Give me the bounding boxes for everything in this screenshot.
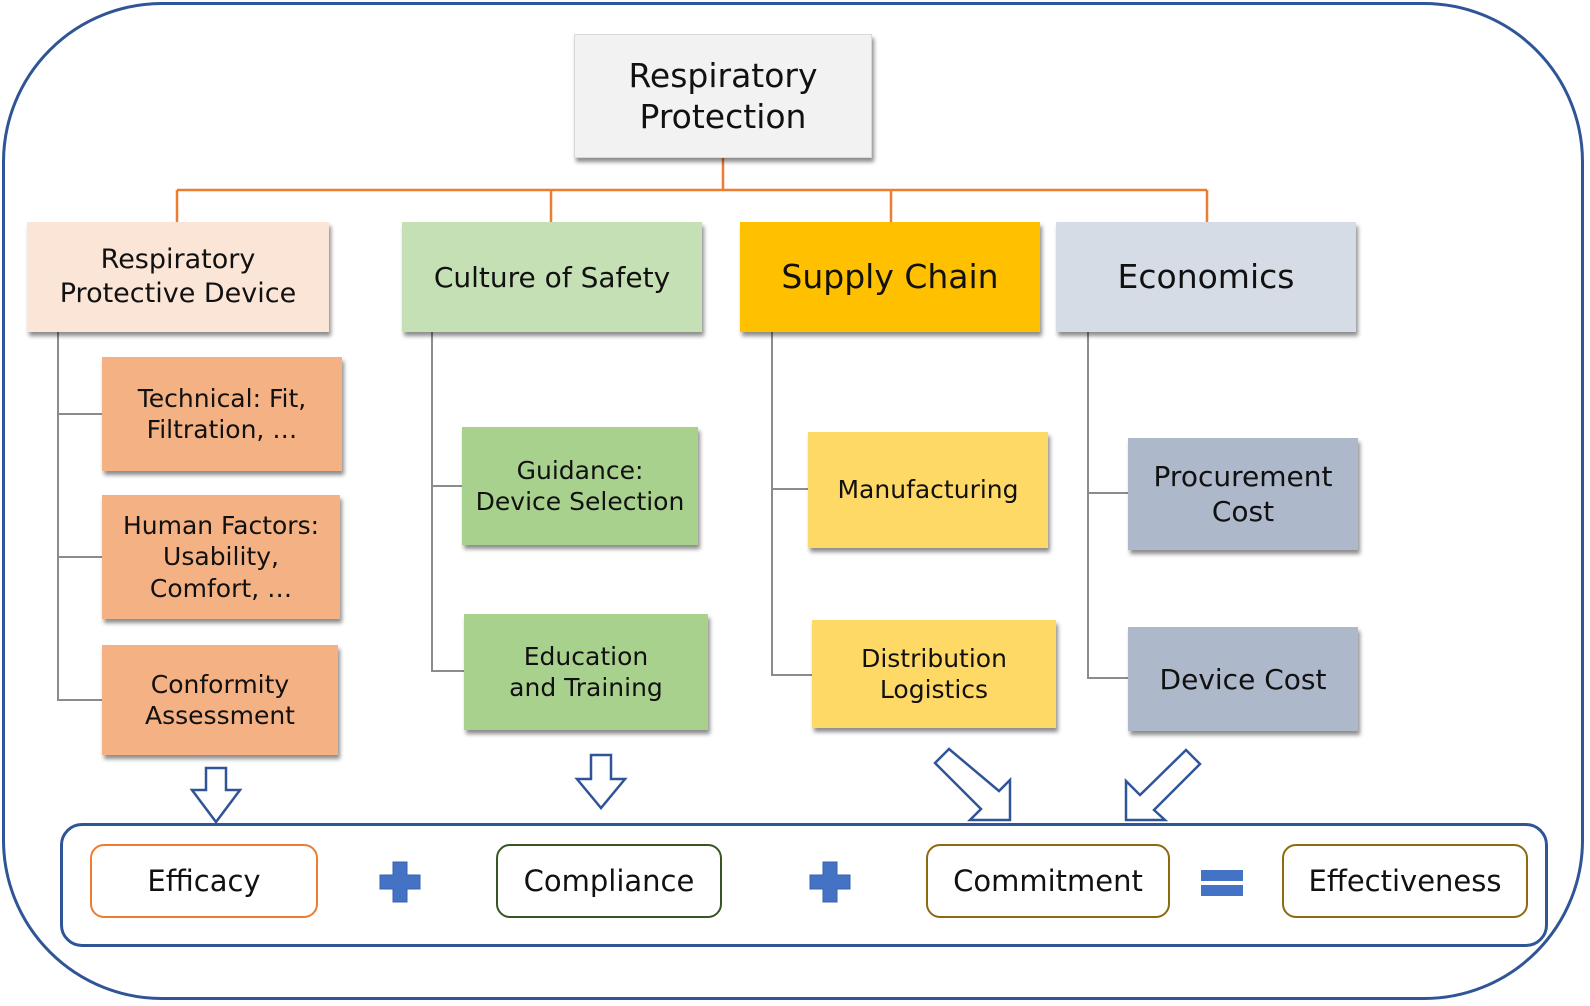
- category-economics: Economics: [1056, 222, 1356, 332]
- node-label: Education and Training: [509, 641, 663, 702]
- tree-connectors: [57, 332, 1128, 701]
- node-guidance: Guidance: Device Selection: [462, 427, 698, 545]
- node-technical: Technical: Fit, Filtration, …: [102, 357, 342, 471]
- term-commitment: Commitment: [926, 844, 1170, 918]
- arrow-down-icon: [574, 753, 628, 810]
- term-label: Effectiveness: [1308, 864, 1502, 898]
- node-label: Procurement Cost: [1153, 460, 1333, 528]
- node-human-factors: Human Factors: Usability, Comfort, …: [102, 495, 340, 619]
- category-respiratory-protective-device: Respiratory Protective Device: [27, 222, 329, 332]
- tree-cos: [431, 332, 464, 672]
- node-label: Guidance: Device Selection: [475, 455, 685, 516]
- plus-icon: [809, 861, 851, 903]
- equation-panel: [60, 823, 1548, 947]
- tree-sc: [771, 332, 812, 676]
- node-label: Device Cost: [1159, 662, 1327, 696]
- term-label: Compliance: [523, 864, 695, 898]
- node-procurement-cost: Procurement Cost: [1128, 438, 1358, 550]
- plus-icon: [379, 861, 421, 903]
- term-label: Efficacy: [147, 864, 261, 898]
- arrow-down-left-icon: [1124, 748, 1202, 822]
- category-label: Culture of Safety: [433, 260, 671, 294]
- node-label: Technical: Fit, Filtration, …: [137, 383, 307, 444]
- category-label: Respiratory Protective Device: [59, 244, 297, 309]
- node-conformity-assessment: Conformity Assessment: [102, 645, 338, 755]
- category-culture-of-safety: Culture of Safety: [402, 222, 702, 332]
- node-label: Manufacturing: [837, 475, 1019, 505]
- category-label: Economics: [1117, 257, 1295, 297]
- tree-rpd: [57, 332, 102, 701]
- root-label: Respiratory Protection: [628, 55, 818, 136]
- term-effectiveness: Effectiveness: [1282, 844, 1528, 918]
- node-device-cost: Device Cost: [1128, 627, 1358, 731]
- node-education-training: Education and Training: [464, 614, 708, 730]
- node-label: Distribution Logistics: [861, 643, 1007, 704]
- term-label: Commitment: [953, 864, 1143, 898]
- category-supply-chain: Supply Chain: [740, 222, 1040, 332]
- node-manufacturing: Manufacturing: [808, 432, 1048, 548]
- category-label: Supply Chain: [781, 257, 999, 297]
- node-label: Conformity Assessment: [145, 669, 295, 730]
- tree-eco: [1087, 332, 1128, 679]
- node-label: Human Factors: Usability, Comfort, …: [122, 511, 320, 603]
- root-node: Respiratory Protection: [574, 34, 872, 158]
- root-connectors: [175, 158, 1209, 222]
- equals-icon: [1201, 870, 1243, 896]
- term-efficacy: Efficacy: [90, 844, 318, 918]
- arrow-down-right-icon: [933, 747, 1012, 822]
- term-compliance: Compliance: [496, 844, 722, 918]
- arrow-down-icon: [189, 766, 243, 825]
- node-distribution-logistics: Distribution Logistics: [812, 620, 1056, 728]
